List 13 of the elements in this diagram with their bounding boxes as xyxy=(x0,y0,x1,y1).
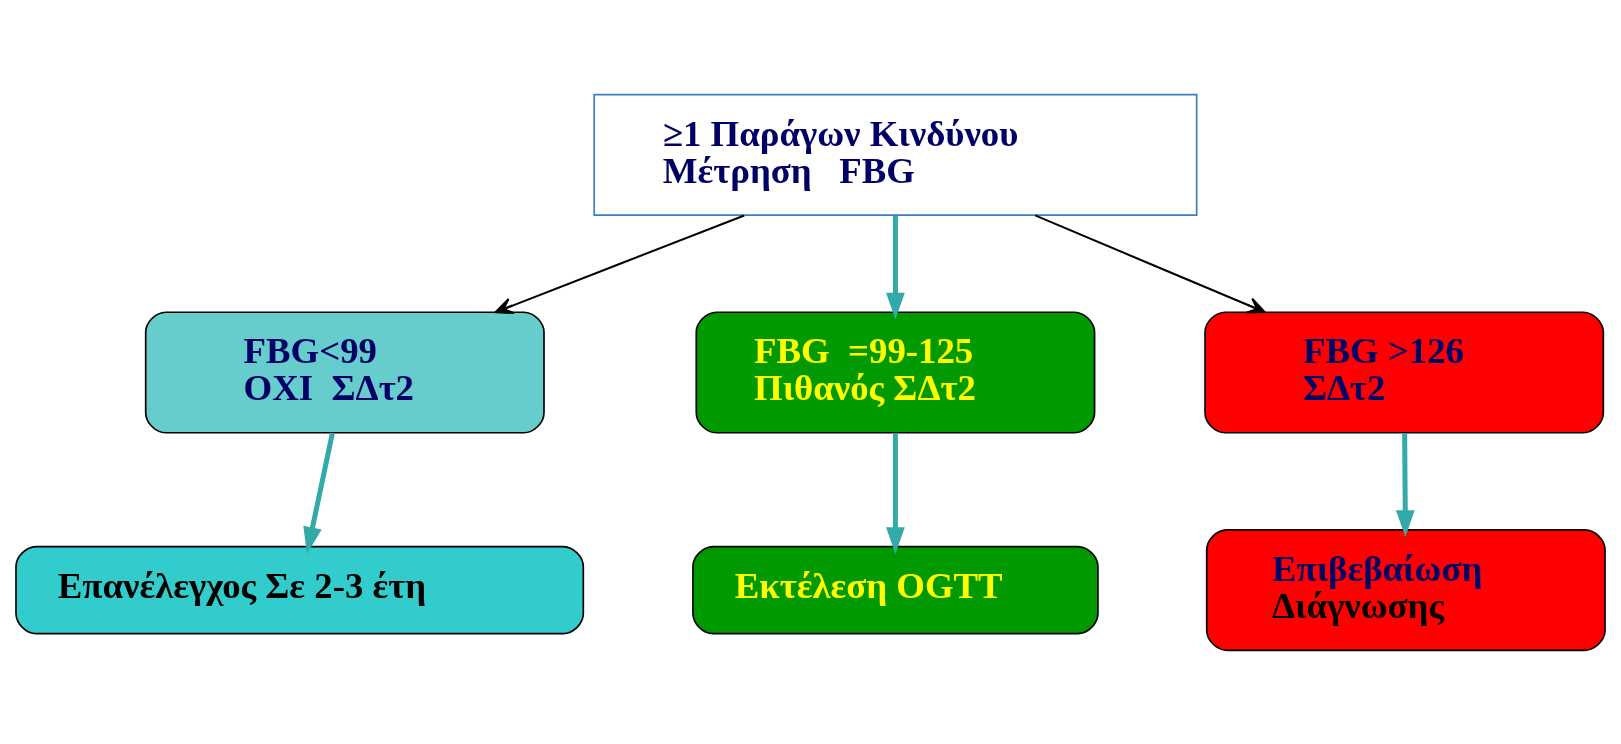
node-box: FBG =99-125 Πιθανός ΣΔτ2 xyxy=(695,310,1096,434)
node-box: Επανέλεγχος Σε 2-3 έτη xyxy=(15,545,585,634)
node-box: FBG >126 ΣΔτ2 xyxy=(1204,310,1605,434)
arrow xyxy=(1034,214,1266,314)
node-box: Επιβεβαίωση Διάγνωσης xyxy=(1205,528,1606,651)
arrow xyxy=(494,214,745,314)
arrow xyxy=(886,432,905,554)
arrow xyxy=(1395,432,1415,537)
node-box: ≥1 Παράγων Κινδύνου Μέτρηση FBG xyxy=(593,93,1198,216)
arrow xyxy=(303,432,335,554)
arrow xyxy=(886,215,905,319)
node-box: FBG<99 ΟΧΙ ΣΔτ2 xyxy=(144,310,545,434)
node-box: Εκτέλεση OGTT xyxy=(692,545,1099,634)
